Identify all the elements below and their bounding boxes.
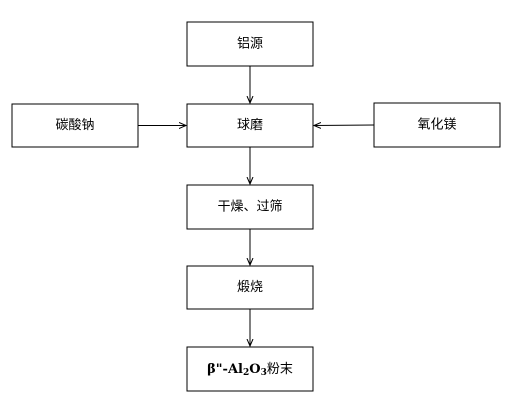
node-aluminum-source-box xyxy=(186,21,314,67)
node-ball-milling: 球磨 xyxy=(186,103,314,148)
node-sodium-carbonate-label: 碳酸钠 xyxy=(55,118,94,133)
node-magnesium-oxide-label: 氧化镁 xyxy=(417,118,456,133)
node-calcination: 煅烧 xyxy=(186,265,314,310)
node-magnesium-oxide: 氧化镁 xyxy=(373,102,501,148)
node-ball-milling-label: 球磨 xyxy=(237,118,263,133)
node-product: β"-Al2O3粉末 xyxy=(186,346,314,392)
node-calcination-label: 煅烧 xyxy=(237,279,263,295)
product-formula-middle: O xyxy=(249,362,260,377)
node-sodium-carbonate: 碳酸钠 xyxy=(11,103,139,148)
node-calcination-box xyxy=(186,265,314,310)
product-formula-subscript-1: 2 xyxy=(243,368,249,378)
node-product-box xyxy=(186,346,314,392)
arrow-magnesium-oxide-to-ball-milling xyxy=(314,125,375,126)
product-formula-subscript-2: 3 xyxy=(261,368,267,378)
node-ball-milling-box xyxy=(186,103,314,148)
node-product-label: β"-Al2O3粉末 xyxy=(207,362,293,379)
node-magnesium-oxide-box xyxy=(373,102,501,148)
product-formula-suffix: 粉末 xyxy=(267,362,293,377)
product-formula-prefix: β"-Al xyxy=(207,362,243,377)
node-aluminum-source-label: 铝源 xyxy=(237,37,263,52)
node-drying-sieving-label: 干燥、过筛 xyxy=(217,200,282,215)
node-drying-sieving: 干燥、过筛 xyxy=(186,184,314,230)
node-sodium-carbonate-box xyxy=(11,103,139,148)
node-aluminum-source: 铝源 xyxy=(186,21,314,67)
